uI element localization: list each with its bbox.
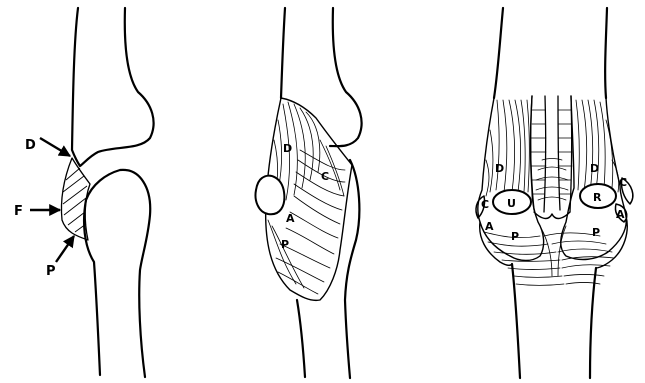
middle-diagram: D C A P (256, 8, 362, 378)
right-lower-shaft (512, 264, 596, 378)
middle-label-p: P (281, 238, 289, 251)
right-label-d-left: D (495, 162, 504, 175)
right-central-notch (531, 96, 572, 218)
right-diagram: D C U A P D C R A P (476, 8, 633, 378)
right-label-r: R (593, 191, 602, 204)
left-diagram: D F P (14, 8, 154, 377)
middle-label-d: D (283, 142, 292, 155)
left-arrow-d (40, 138, 70, 156)
left-capsule (61, 158, 90, 240)
middle-label-a: A (286, 212, 295, 225)
middle-lower-bone (297, 160, 359, 378)
middle-label-c: C (321, 170, 329, 183)
left-label-d: D (25, 138, 36, 153)
right-label-u: U (507, 197, 516, 210)
middle-bone-nodule (256, 176, 285, 215)
right-label-p-left: P (511, 230, 519, 243)
right-upper-shaft (494, 8, 607, 98)
left-upper-bone (72, 8, 154, 166)
left-arrow-p (56, 236, 74, 262)
left-lower-bone (84, 170, 150, 377)
right-label-d-right: D (590, 162, 599, 175)
right-label-c-right: C (619, 176, 627, 189)
right-label-p-right: P (592, 226, 600, 239)
left-label-f: F (14, 204, 23, 219)
right-label-c-left: C (481, 198, 489, 211)
left-label-p: P (46, 264, 56, 279)
right-label-a-right: A (616, 208, 625, 221)
right-left-ligament-fibers (486, 100, 529, 196)
right-label-a-left: A (485, 220, 494, 233)
